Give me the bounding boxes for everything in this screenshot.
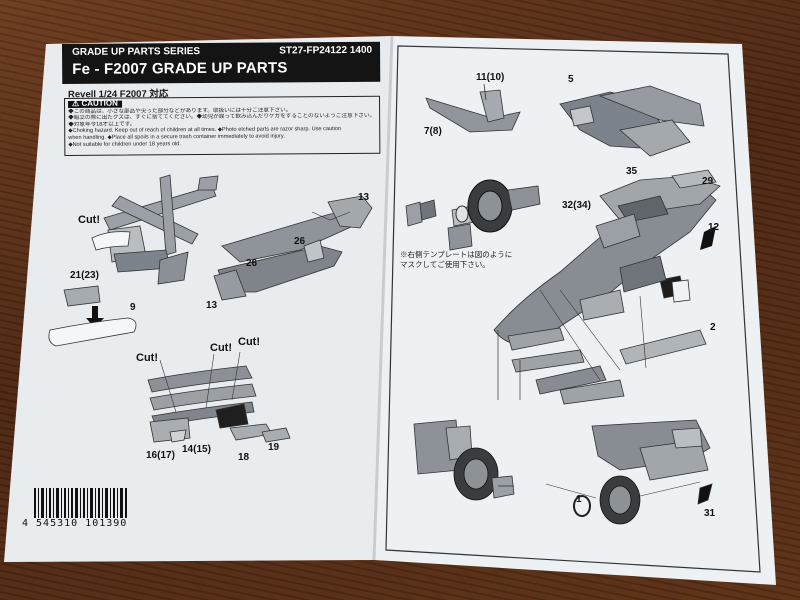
cut-label: Cut!: [78, 214, 100, 226]
caution-title-text: CAUTION: [81, 98, 118, 108]
masking-note: ※右側テンプレートは図のように マスクしてご使用下さい。: [400, 250, 512, 270]
rear-wheel-left: [413, 419, 515, 501]
part-number-1: 1: [576, 494, 582, 505]
left-page: [4, 36, 392, 562]
rear-wheel-right: [573, 419, 713, 525]
part-number-18: 18: [238, 452, 250, 463]
part-number-12: 12: [708, 222, 720, 233]
part-number-14-15: 14(15): [182, 444, 211, 455]
part-number-26: 26: [246, 258, 258, 269]
part-number-35: 35: [626, 166, 638, 177]
top-body-drawing: [559, 85, 705, 157]
rear-wing-drawing: [147, 365, 291, 443]
caution-title: ⚠ CAUTION: [68, 98, 122, 108]
frame-drawing: [103, 174, 219, 285]
part-number-11-10: 11(10): [476, 72, 505, 83]
part-number-29: 29: [702, 176, 714, 187]
part-number-31: 31: [704, 508, 716, 519]
front-wing-drawing: [425, 83, 521, 133]
part-number-7-8: 7(8): [424, 126, 442, 137]
cut-label: Cut!: [238, 336, 260, 348]
part-number-16-17: 16(17): [146, 450, 175, 461]
right-panel-border: [385, 45, 761, 573]
part-number-21-23: 21(23): [70, 270, 99, 281]
part-number-13: 13: [206, 300, 218, 311]
floor-drawing: [213, 195, 373, 301]
masking-note-line: マスクしてご使用下さい。: [400, 260, 490, 269]
part-number-26: 26: [294, 236, 306, 247]
caution-line: ◆Not suitable for children under 18 year…: [68, 140, 181, 148]
product-code: ST27-FP24122 1400: [279, 44, 373, 57]
header-bar: GRADE UP PARTS SERIES ST27-FP24122 1400 …: [62, 41, 381, 84]
suspension-drawing: [507, 327, 707, 405]
page-title: Fe - F2007 GRADE UP PARTS: [72, 59, 288, 78]
part-number-2: 2: [710, 322, 716, 333]
part-number-19: 19: [268, 442, 280, 453]
part-number-5: 5: [568, 74, 574, 85]
part-number-9: 9: [130, 302, 136, 313]
barcode-number: 4 545310 101390: [22, 518, 128, 529]
cut-label: Cut!: [210, 342, 232, 354]
barcode: [34, 488, 127, 518]
cut-label: Cut!: [136, 352, 158, 364]
part-number-32-34: 32(34): [562, 200, 591, 211]
caution-box: ⚠ CAUTION ◆この商品は、小さな部品や尖った部分などがあります。取扱いに…: [64, 95, 381, 156]
part-number-13: 13: [358, 192, 370, 203]
series-label: GRADE UP PARTS SERIES: [72, 46, 201, 58]
masking-note-line: ※右側テンプレートは図のように: [400, 250, 513, 259]
front-wheel-top: [455, 179, 541, 233]
